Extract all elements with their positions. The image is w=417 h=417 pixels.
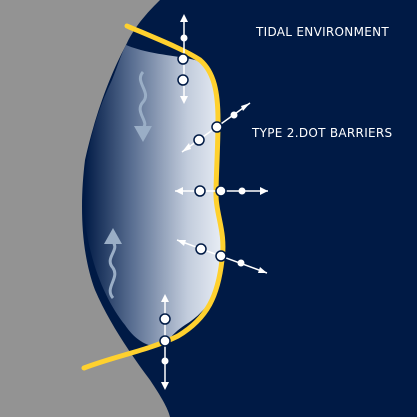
barrier-arrow-middle [175, 185, 268, 197]
barrier-arrow-upper-diagonal [181, 102, 251, 153]
wavy-arrow-up-icon [104, 228, 122, 300]
subtitle-label: TYPE 2.DOT BARRIERS [252, 126, 393, 140]
barrier-arrow-lower-diagonal [176, 239, 268, 274]
land-mass [0, 0, 170, 417]
barrier-line [81, 23, 226, 371]
barrier-arrow-bottom [159, 294, 171, 390]
title-label: TIDAL ENVIRONMENT [256, 25, 390, 39]
intertidal-zone [83, 45, 222, 347]
wavy-arrow-down-icon [134, 70, 152, 142]
barrier-arrow-top [177, 14, 189, 104]
